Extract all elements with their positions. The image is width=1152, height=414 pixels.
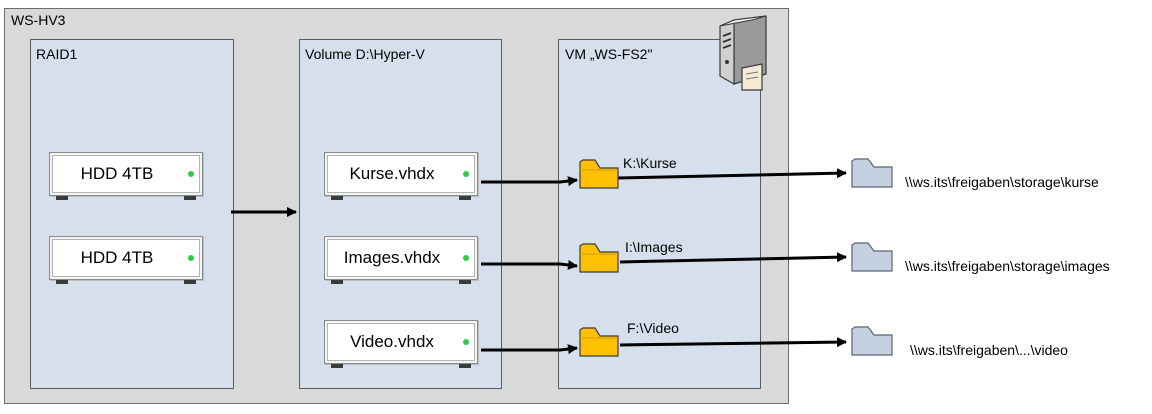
arrow-video-to-share [619,337,847,348]
raid-panel [30,39,234,389]
status-led-icon [188,171,194,177]
arrow-images-to-drive [481,259,578,270]
vhdx-video[interactable]: Video.vhdx [324,320,478,368]
hdd-disk-1[interactable]: HDD 4TB [49,152,203,200]
arrow-kurse-to-share [617,168,847,180]
arrow-video-to-drive [481,344,578,355]
network-folder-icon [851,242,893,272]
status-led-icon [463,255,469,261]
hdd-disk-2-label: HDD 4TB [80,248,154,267]
share-path-images[interactable]: \\ws.its\freigaben\storage\images [905,258,1110,274]
vhdx-kurse-label: Kurse.vhdx [349,164,435,183]
raid-title: RAID1 [36,46,78,62]
hdd-disk-2[interactable]: HDD 4TB [49,236,203,284]
status-led-icon [188,255,194,261]
server-icon [719,15,767,91]
folder-icon [579,327,619,357]
share-path-video[interactable]: \\ws.its\freigaben\...\video [910,342,1068,358]
drive-label-images: I:\Images [625,239,683,255]
vhdx-video-label: Video.vhdx [350,332,434,351]
arrow-kurse-to-drive [481,176,578,187]
status-led-icon [463,339,469,345]
folder-icon [579,243,619,273]
vhdx-images[interactable]: Images.vhdx [324,236,478,284]
vhdx-images-label: Images.vhdx [343,248,441,267]
drive-label-kurse: K:\Kurse [623,155,677,171]
hdd-disk-1-label: HDD 4TB [80,164,154,183]
network-folder-icon [851,326,893,356]
drive-label-video: F:\Video [627,320,679,336]
volume-title: Volume D:\Hyper-V [305,46,425,62]
network-folder-icon [851,158,893,188]
folder-icon [579,159,619,189]
arrow-images-to-share [619,252,847,264]
share-path-kurse[interactable]: \\ws.its\freigaben\storage\kurse [905,174,1099,190]
vm-title: VM „WS-FS2" [565,46,653,62]
host-title: WS-HV3 [11,12,66,28]
vhdx-kurse[interactable]: Kurse.vhdx [324,152,478,200]
status-led-icon [463,171,469,177]
